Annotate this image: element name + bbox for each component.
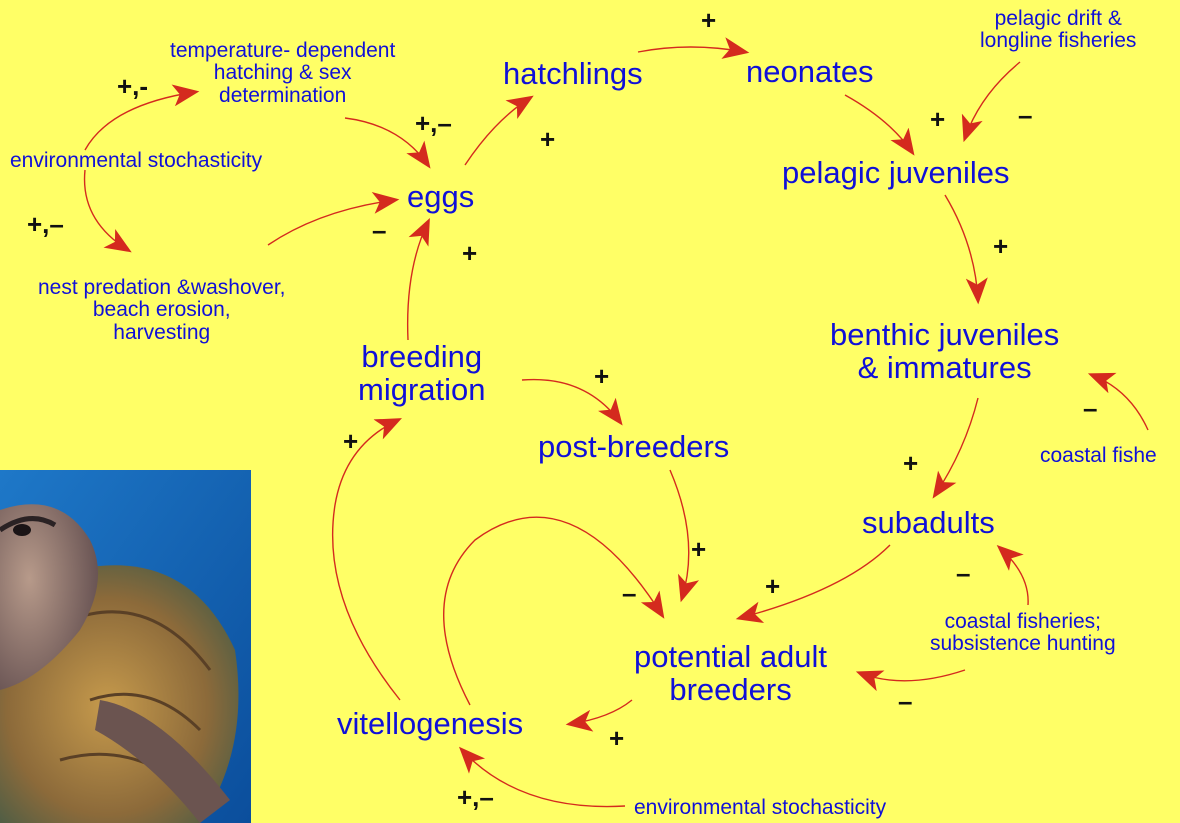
arrow-benthic-to-subadults [935,398,978,495]
node-potential-adult-breeders: potential adult breeders [634,640,827,707]
arrow-env-to-nest [85,170,128,250]
arrow-pelagic-to-benthic [945,195,978,300]
sea-turtle-image [0,470,251,823]
sign-coastal-to-potential: – [898,688,912,714]
node-hatchlings: hatchlings [503,58,643,89]
sign-potential-to-vitello: + [609,725,624,751]
arrow-eggs-to-hatchlings [465,98,530,165]
sign-migration-to-eggs: + [462,240,477,266]
arrow-hatchlings-to-neonates [638,47,745,52]
arrow-drift-to-pelagic [965,62,1020,138]
factor-pelagic-drift: pelagic drift & longline fisheries [980,8,1136,53]
node-eggs: eggs [407,181,474,212]
sign-postbreeders-to-potential: + [691,536,706,562]
arrow-coastal-to-potential [860,670,965,681]
arrow-subadults-to-potential [740,545,890,618]
sign-nest-to-eggs: – [372,217,386,243]
sign-coastal-to-subadults: – [956,560,970,586]
factor-nest-predation: nest predation &washover, beach erosion,… [38,277,286,344]
factor-env-stochasticity-top: environmental stochasticity [10,150,262,172]
factor-coastal-fisheries-right: coastal fishe [1040,445,1157,467]
factor-temperature: temperature- dependent hatching & sex de… [170,40,395,107]
arrow-coastal-to-benthic [1092,375,1148,430]
sign-env-to-temp: +,- [117,73,148,99]
sign-subadults-to-potential: + [765,573,780,599]
factor-env-stochasticity-bottom: environmental stochasticity [634,797,886,819]
node-post-breeders: post-breeders [538,431,729,462]
sign-temp-to-eggs: +,– [415,110,452,136]
sign-env-to-vitello: +,– [457,784,494,810]
arrow-loop-to-potential [444,517,662,705]
sign-drift-to-pelagic: – [1018,102,1032,128]
sign-neonates-to-pelagic: + [930,106,945,132]
factor-coastal-subsistence: coastal fisheries; subsistence hunting [930,611,1116,656]
sign-benthic-to-subadults: + [903,450,918,476]
sign-vitello-to-migration: + [343,428,358,454]
node-vitellogenesis: vitellogenesis [337,708,523,739]
sign-migration-to-postbreeders: + [594,363,609,389]
node-breeding-migration: breeding migration [358,340,486,407]
node-neonates: neonates [746,56,874,87]
arrow-potential-to-vitello [570,700,632,724]
sign-env-to-nest: +,– [27,211,64,237]
arrow-coastal-to-subadults [1000,548,1028,605]
node-pelagic-juveniles: pelagic juveniles [782,157,1009,188]
sea-turtle-photo [0,470,251,823]
sign-hatchlings-to-neonates: + [701,7,716,33]
node-subadults: subadults [862,507,995,538]
arrow-neonates-to-pelagic [845,95,912,152]
arrow-postbreeders-to-potential [670,470,689,598]
sign-loop-to-potential: – [622,580,636,606]
arrow-migration-to-eggs [408,222,428,340]
node-benthic-juveniles: benthic juveniles & immatures [830,318,1059,385]
arrow-vitello-to-migration [333,420,400,700]
sign-pelagic-to-benthic: + [993,233,1008,259]
sign-coastal-to-benthic: – [1083,395,1097,421]
sign-eggs-to-hatchlings: + [540,126,555,152]
